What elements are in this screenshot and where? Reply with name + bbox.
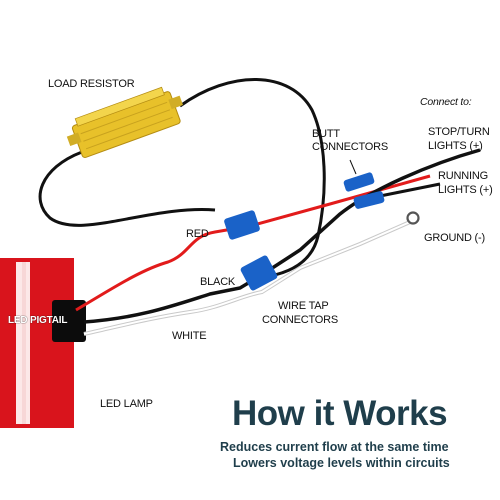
butt-connector-pointer <box>349 159 357 175</box>
butt-connectors-label-line1: BUTT <box>312 128 340 140</box>
wire-tap-label-line2: CONNECTORS <box>262 314 339 326</box>
stop-turn-label-line2: LIGHTS (+) <box>428 140 483 152</box>
ground-label: GROUND (-) <box>424 232 485 244</box>
load-resistor-label: LOAD RESISTOR <box>48 78 135 90</box>
black-wire-label: BLACK <box>200 276 236 288</box>
butt-connector-stop-turn <box>343 172 375 192</box>
connect-to-label: Connect to: <box>420 96 472 108</box>
resistor-top-wire <box>179 78 326 278</box>
butt-connector-running <box>353 191 385 209</box>
led-pigtail-label: LED PIGTAIL <box>8 315 68 326</box>
wire-tap-label-line1: WIRE TAP <box>278 300 329 312</box>
running-lights-label-line2: LIGHTS (+) <box>438 184 493 196</box>
ground-ring-terminal <box>406 211 420 225</box>
white-wire-label: WHITE <box>172 330 207 342</box>
stop-turn-label-line1: STOP/TURN <box>428 126 490 138</box>
footer-line-1: Reduces current flow at the same time <box>220 440 449 454</box>
footer-line-2: Lowers voltage levels within circuits <box>233 456 450 470</box>
red-wire-label: RED <box>186 228 209 240</box>
load-resistor <box>66 86 184 159</box>
running-lights-label-line1: RUNNING <box>438 170 488 182</box>
resistor-loop-wire <box>38 150 216 227</box>
led-lamp <box>0 258 74 428</box>
red-wire <box>75 174 431 312</box>
wire-tap-connector-black <box>240 255 278 291</box>
led-lamp-label: LED LAMP <box>100 398 153 410</box>
butt-connectors-label-line2: CONNECTORS <box>312 141 389 153</box>
white-wire-core <box>83 221 411 335</box>
black-wire <box>83 148 481 324</box>
wire-tap-connector-red <box>224 210 260 240</box>
how-it-works-title: How it Works <box>232 394 448 433</box>
